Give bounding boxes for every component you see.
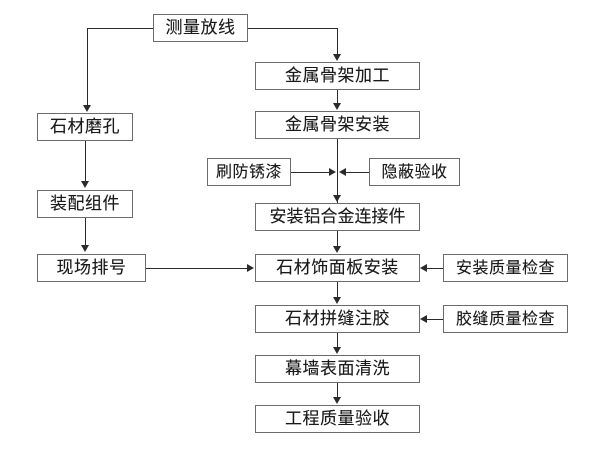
edge-line-n9-n10: [337, 383, 338, 398]
node-stone-drilling[interactable]: 石材磨孔: [37, 113, 133, 141]
edge-line-n13-n7: [146, 268, 248, 269]
edge-line-n12-n13: [85, 218, 86, 246]
node-metal-frame-installation[interactable]: 金属骨架安装: [255, 111, 420, 139]
edge-line-n11-n12: [85, 141, 86, 182]
edge-arrow-antirust-to-junction: [329, 168, 336, 176]
edge-line-measure-to-left: [87, 28, 154, 29]
edge-line-n15-n8: [427, 319, 443, 320]
edge-line-n3-n6: [337, 139, 338, 203]
node-site-numbering[interactable]: 现场排号: [37, 254, 146, 282]
edge-arrow-to-surface-cleaning: [333, 347, 341, 354]
edge-arrow-seal-check-to-sealing: [420, 315, 427, 323]
node-concealed-acceptance[interactable]: 隐蔽验收: [369, 158, 460, 186]
node-aluminum-connector-install[interactable]: 安装铝合金连接件: [255, 203, 420, 231]
edge-arrow-to-frame-install: [333, 103, 341, 110]
node-sealant-quality-check[interactable]: 胶缝质量检查: [443, 305, 568, 333]
node-measurement-layout[interactable]: 测量放线: [153, 14, 248, 42]
edge-arrow-to-frame-fabrication: [333, 54, 341, 61]
edge-arrow-to-aluminum-connector: [333, 195, 341, 202]
edge-line-left-down: [87, 28, 88, 106]
edge-arrow-concealed-to-junction: [339, 168, 346, 176]
edge-line-n2-n3: [337, 90, 338, 104]
edge-arrow-to-stone-drilling: [83, 105, 91, 112]
edge-arrow-to-quality-acceptance: [333, 397, 341, 404]
edge-arrow-to-assembly: [81, 181, 89, 188]
edge-arrow-numbering-to-panel-install: [247, 264, 254, 272]
node-antirust-paint[interactable]: 刷防锈漆: [207, 158, 291, 186]
node-stone-panel-installation[interactable]: 石材饰面板安装: [255, 254, 420, 282]
node-curtain-wall-surface-cleaning[interactable]: 幕墙表面清洗: [255, 355, 420, 383]
node-component-assembly[interactable]: 装配组件: [37, 190, 133, 218]
node-installation-quality-check[interactable]: 安装质量检查: [443, 254, 568, 282]
edge-line-n14-n7: [427, 268, 443, 269]
edge-line-antirust-to-junction: [291, 172, 330, 173]
edge-line-n8-n9: [337, 333, 338, 348]
edge-arrow-to-site-numbering: [81, 245, 89, 252]
node-project-quality-acceptance[interactable]: 工程质量验收: [255, 405, 420, 433]
edge-arrow-to-stone-panel-install: [333, 246, 341, 253]
edge-line-right-down: [337, 28, 338, 55]
node-stone-joint-sealing[interactable]: 石材拼缝注胶: [255, 305, 420, 333]
edge-line-measure-to-right: [247, 28, 337, 29]
edge-line-n6-n7: [337, 231, 338, 247]
edge-line-concealed-to-junction: [346, 172, 369, 173]
node-metal-frame-fabrication[interactable]: 金属骨架加工: [255, 62, 420, 90]
edge-arrow-to-joint-sealing: [333, 297, 341, 304]
edge-arrow-install-check-to-panel: [420, 264, 427, 272]
edge-line-n7-n8: [337, 282, 338, 298]
